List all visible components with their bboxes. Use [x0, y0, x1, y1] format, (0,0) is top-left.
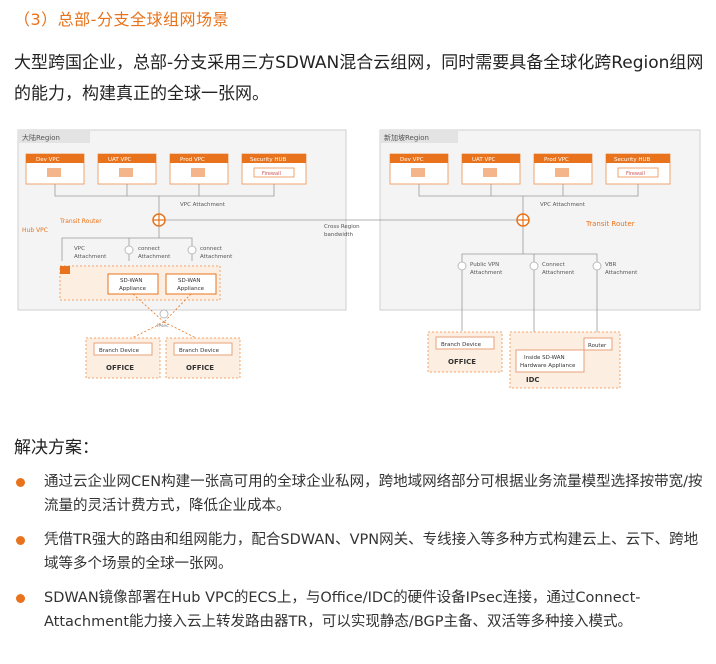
svg-text:Branch Device: Branch Device	[179, 348, 220, 354]
svg-text:Hardware Appliance: Hardware Appliance	[520, 363, 576, 369]
svg-text:Public VPN: Public VPN	[470, 262, 499, 268]
section-title: （3）总部-分支全球组网场景	[14, 10, 229, 29]
right-office: Branch Device OFFICE	[427, 331, 503, 373]
svg-text:OFFICE: OFFICE	[106, 364, 134, 372]
idc-box: Router Inside SD-WAN Hardware Appliance …	[509, 331, 621, 389]
svg-text:Prod VPC: Prod VPC	[180, 157, 205, 163]
right-transit-router-label: Transit Router	[585, 220, 635, 228]
left-office-1: Branch Device OFFICE	[85, 337, 161, 379]
bullet-dot-icon	[16, 536, 25, 545]
cross-region-label: Cross Region	[324, 224, 360, 230]
svg-text:Attachment: Attachment	[542, 270, 575, 276]
right-region-label: 新加坡Region	[384, 133, 429, 142]
svg-text:VPC: VPC	[74, 246, 85, 252]
left-vpc-attachment-label: VPC Attachment	[180, 202, 226, 208]
svg-text:UAT VPC: UAT VPC	[472, 157, 496, 163]
connect-attachment-icon	[529, 261, 539, 271]
network-diagram: 大陆Region 新加坡Region Dev VPC UAT VPC Prod …	[17, 129, 701, 389]
svg-text:Attachment: Attachment	[470, 270, 503, 276]
svg-text:Attachment: Attachment	[200, 254, 233, 260]
svg-text:connect: connect	[138, 246, 161, 252]
svg-text:OFFICE: OFFICE	[448, 358, 476, 366]
cross-region-bandwidth-label: bandwidth	[324, 232, 354, 238]
svg-text:UAT VPC: UAT VPC	[108, 157, 132, 163]
left-vpc-security-hub: Security HUB Firewall	[241, 153, 307, 185]
svg-text:Branch Device: Branch Device	[441, 342, 482, 348]
bullet-dot-icon	[16, 594, 25, 603]
svg-text:SD-WAN: SD-WAN	[178, 278, 201, 284]
svg-text:Attachment: Attachment	[138, 254, 171, 260]
svg-text:Connect: Connect	[542, 262, 566, 268]
list-item: SDWAN镜像部署在Hub VPC的ECS上，与Office/IDC的硬件设备I…	[14, 586, 704, 634]
svg-text:Branch Device: Branch Device	[99, 348, 140, 354]
ipsec-icon	[159, 309, 169, 319]
svg-text:Router: Router	[588, 343, 607, 349]
svg-text:SD-WAN: SD-WAN	[120, 278, 143, 284]
bullet-dot-icon	[16, 478, 25, 487]
right-vpc-prod: Prod VPC	[533, 153, 593, 185]
svg-text:Prod VPC: Prod VPC	[544, 157, 569, 163]
right-transit-router-icon	[516, 213, 530, 227]
solution-title: 解决方案：	[14, 438, 99, 458]
svg-text:Dev VPC: Dev VPC	[36, 157, 60, 163]
left-region-label: 大陆Region	[22, 133, 60, 142]
svg-text:Inside SD-WAN: Inside SD-WAN	[524, 355, 565, 361]
right-vpc-attachment-label: VPC Attachment	[540, 202, 586, 208]
svg-text:Firewall: Firewall	[262, 171, 281, 177]
svg-text:Security HUB: Security HUB	[614, 157, 650, 163]
sdwan-appliance-2: SD-WAN Appliance	[165, 273, 217, 295]
left-vpc-prod: Prod VPC	[169, 153, 229, 185]
right-vpc-dev: Dev VPC	[389, 153, 449, 185]
vpn-attachment-icon	[457, 261, 467, 271]
svg-text:Attachment: Attachment	[74, 254, 107, 260]
svg-text:connect: connect	[200, 246, 223, 252]
left-vpc-dev: Dev VPC	[25, 153, 85, 185]
left-transit-router-label: Transit Router	[59, 218, 102, 225]
intro-paragraph: 大型跨国企业，总部-分支采用三方SDWAN混合云组网，同时需要具备全球化跨Reg…	[14, 53, 704, 104]
list-item: 通过云企业网CEN构建一张高可用的全球企业私网，跨地域网络部分可根据业务流量模型…	[14, 470, 704, 518]
left-office-2: Branch Device OFFICE	[165, 337, 241, 379]
vbr-attachment-icon	[592, 261, 602, 271]
left-vpc-uat: UAT VPC	[97, 153, 157, 185]
list-item: 凭借TR强大的路由和组网能力，配合SDWAN、VPN网关、专线接入等多种方式构建…	[14, 528, 704, 576]
solution-list: 通过云企业网CEN构建一张高可用的全球企业私网，跨地域网络部分可根据业务流量模型…	[14, 470, 704, 644]
right-vpc-security-hub: Security HUB Firewall	[605, 153, 671, 185]
connect-attachment-icon	[124, 245, 134, 255]
svg-text:Security HUB: Security HUB	[250, 157, 286, 163]
right-vpc-uat: UAT VPC	[461, 153, 521, 185]
svg-text:Dev VPC: Dev VPC	[400, 157, 424, 163]
svg-text:Appliance: Appliance	[177, 286, 205, 292]
svg-text:Firewall: Firewall	[626, 171, 645, 177]
connect-attachment-icon	[187, 245, 197, 255]
svg-text:Appliance: Appliance	[119, 286, 147, 292]
svg-text:Attachment: Attachment	[605, 270, 638, 276]
svg-text:VBR: VBR	[605, 262, 617, 268]
svg-text:IDC: IDC	[526, 376, 540, 384]
svg-text:OFFICE: OFFICE	[186, 364, 214, 372]
hub-vpc-label: Hub VPC	[22, 227, 48, 234]
ipsec-label: IPsec	[157, 323, 169, 329]
left-transit-router-icon	[152, 213, 166, 227]
sdwan-appliance-1: SD-WAN Appliance	[107, 273, 159, 295]
